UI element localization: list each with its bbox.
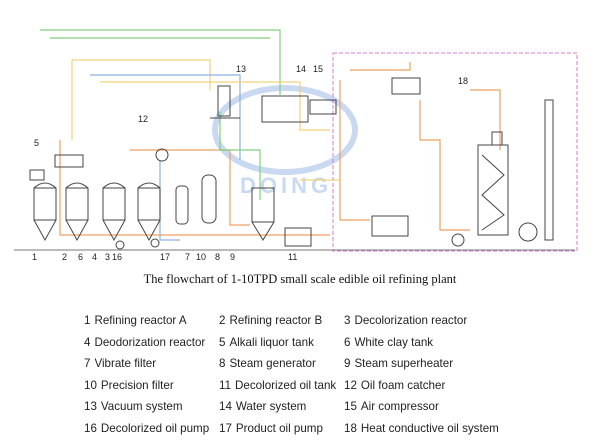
- callout-14: 14: [296, 64, 306, 74]
- callout-17: 17: [160, 252, 170, 262]
- callout-12: 12: [138, 114, 148, 124]
- callout-4: 4: [92, 252, 97, 262]
- refining-reactor-a-shape: [33, 182, 57, 242]
- callout-13: 13: [236, 64, 246, 74]
- vacuum-system-shape: [217, 85, 231, 117]
- decolorized-oil-pump-shape: [115, 240, 125, 250]
- callout-3: 3: [105, 252, 110, 262]
- process-flow-diagram: DOING: [14, 29, 578, 262]
- product-oil-pump-shape: [150, 238, 160, 248]
- svg-text:DOING: DOING: [240, 173, 332, 198]
- expansion-tank-shape: [391, 77, 421, 95]
- air-compressor-shape: [309, 99, 337, 115]
- callout-1: 1: [32, 252, 37, 262]
- refining-reactor-b-shape: [65, 182, 89, 242]
- precision-filter-shape: [201, 174, 217, 224]
- product-tank-shape: [284, 227, 312, 247]
- heat-oil-furnace-shape: [477, 144, 509, 236]
- callout-15: 15: [313, 64, 323, 74]
- callout-5: 5: [34, 138, 39, 148]
- callout-7: 7: [185, 252, 190, 262]
- heat-oil-pump-shape: [451, 233, 465, 247]
- diagram-caption: The flowchart of 1-10TPD small scale edi…: [143, 272, 457, 286]
- callout-2: 2: [62, 252, 67, 262]
- callout-18: 18: [458, 76, 468, 86]
- decolorized-oil-tank-shape: [251, 187, 275, 223]
- chimney-shape: [544, 99, 554, 241]
- callout-11: 11: [288, 252, 297, 262]
- callout-10: 10: [196, 252, 206, 262]
- water-system-shape: [261, 95, 309, 123]
- heat-oil-system-boundary: [332, 52, 578, 252]
- pipelines: [40, 29, 501, 241]
- flowchart-drawing: DOING: [14, 29, 578, 262]
- vibrate-filter-shape: [175, 185, 189, 225]
- deodorization-reactor-shape: [137, 182, 161, 242]
- watermark-logo: DOING: [212, 85, 358, 198]
- oil-foam-catcher-shape: [155, 148, 169, 162]
- decolorization-reactor-shape: [102, 182, 126, 242]
- oil-storage-tank-shape: [371, 215, 409, 237]
- cyclone-shape: [518, 222, 538, 242]
- white-clay-tank-shape: [29, 169, 45, 181]
- callout-8: 8: [215, 252, 220, 262]
- callout-9: 9: [230, 252, 235, 262]
- callout-6: 6: [78, 252, 83, 262]
- callout-16: 16: [112, 252, 122, 262]
- alkali-liquor-tank-shape: [54, 154, 84, 168]
- equipment: [14, 77, 575, 251]
- callout-labels: 1 2 3 4 5 6 7 8 9 10 11 12 13 14 15 16 1…: [32, 64, 468, 262]
